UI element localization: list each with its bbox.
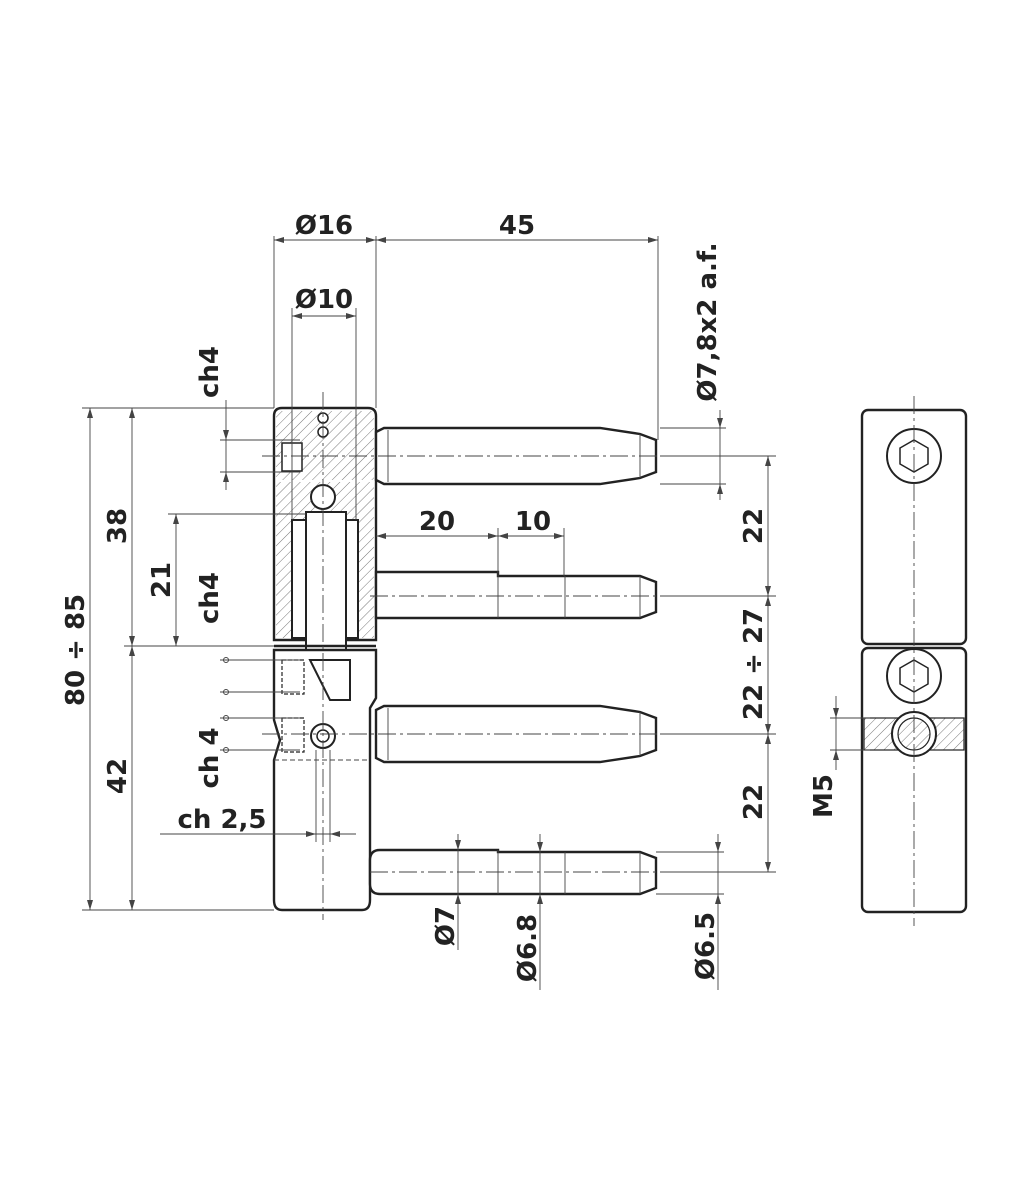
pin-4	[368, 848, 658, 896]
label-ch4-mid: ch4	[195, 572, 225, 624]
side-view	[830, 396, 968, 926]
pin-2	[374, 570, 658, 620]
label-20: 20	[419, 507, 455, 537]
label-42: 42	[103, 758, 133, 794]
label-d10: Ø10	[295, 285, 353, 315]
label-af: Ø7,8x2 a.f.	[693, 242, 723, 401]
label-38: 38	[103, 508, 133, 544]
label-80-85: 80 ÷ 85	[61, 594, 91, 706]
inner-pin	[305, 511, 347, 653]
label-d16: Ø16	[295, 211, 353, 241]
label-d7: Ø7	[431, 906, 461, 946]
lower-socket-2	[281, 717, 305, 753]
label-22-27: 22 ÷ 27	[739, 608, 769, 720]
label-d6-8: Ø6.8	[513, 914, 543, 982]
label-21: 21	[147, 562, 177, 598]
label-10: 10	[515, 507, 551, 537]
dimension-lines	[82, 236, 776, 990]
lower-socket-1	[281, 659, 305, 695]
label-ch-4: ch 4	[195, 727, 225, 788]
label-d6-5: Ø6.5	[691, 912, 721, 980]
dimension-labels: Ø16 45 Ø10 ch4 Ø7,8x2 a.f. 38 21 20 10 2…	[61, 211, 839, 982]
label-m5: M5	[809, 774, 839, 818]
label-22-a: 22	[739, 508, 769, 544]
main-view	[262, 392, 690, 920]
label-45: 45	[499, 211, 535, 241]
label-22-b: 22	[739, 784, 769, 820]
label-ch4-top: ch4	[195, 346, 225, 398]
lower-block	[272, 648, 378, 912]
label-ch-2-5: ch 2,5	[177, 805, 266, 835]
